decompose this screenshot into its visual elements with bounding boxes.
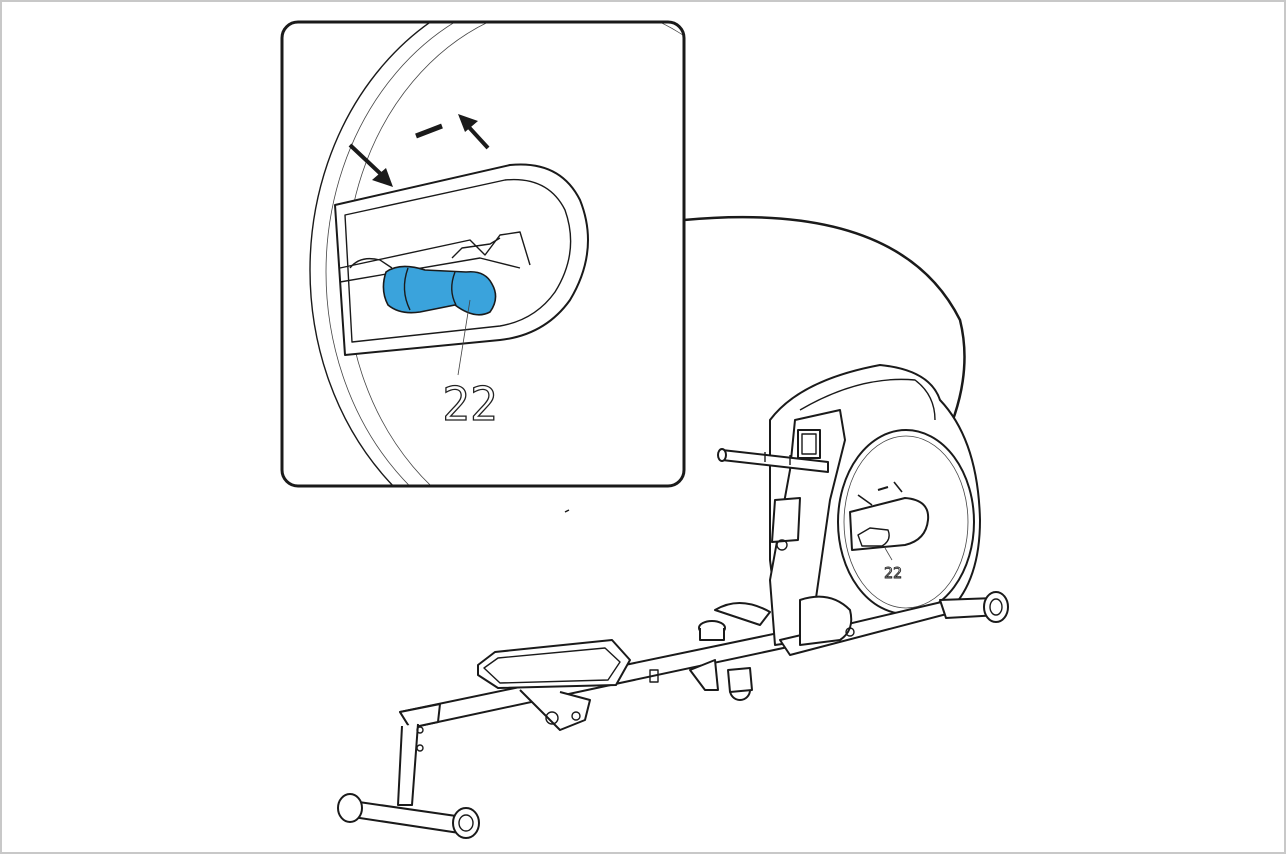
front-foot-cap-right [452,807,480,839]
front-foot-cap-left [337,793,363,823]
foot-rest [799,595,853,646]
seat [477,639,631,731]
rowing-machine: 22 [337,364,1009,839]
slider-track [339,231,531,269]
handle-bar [717,448,829,473]
display-console [797,429,821,459]
machine-slot [849,497,930,551]
part-number-label: 22 [442,377,497,431]
seat-carriage [519,689,591,731]
adjustment-knob-22 [382,265,497,316]
front-leg [397,723,419,806]
machine-part-label: 22 [884,564,902,582]
rear-foot-cap [983,591,1009,623]
arrow-down-icon [372,168,393,187]
knob-highlight [382,265,497,316]
inset-frame [280,20,686,488]
leader-line [457,299,471,376]
direction-arrows [348,114,490,187]
arrow-up-icon [458,114,478,132]
detail-inset: 22 [280,20,686,488]
minus-sign-icon [415,123,443,139]
wheel-rim-outer [309,22,684,486]
wheel-rim-inner [325,22,684,486]
